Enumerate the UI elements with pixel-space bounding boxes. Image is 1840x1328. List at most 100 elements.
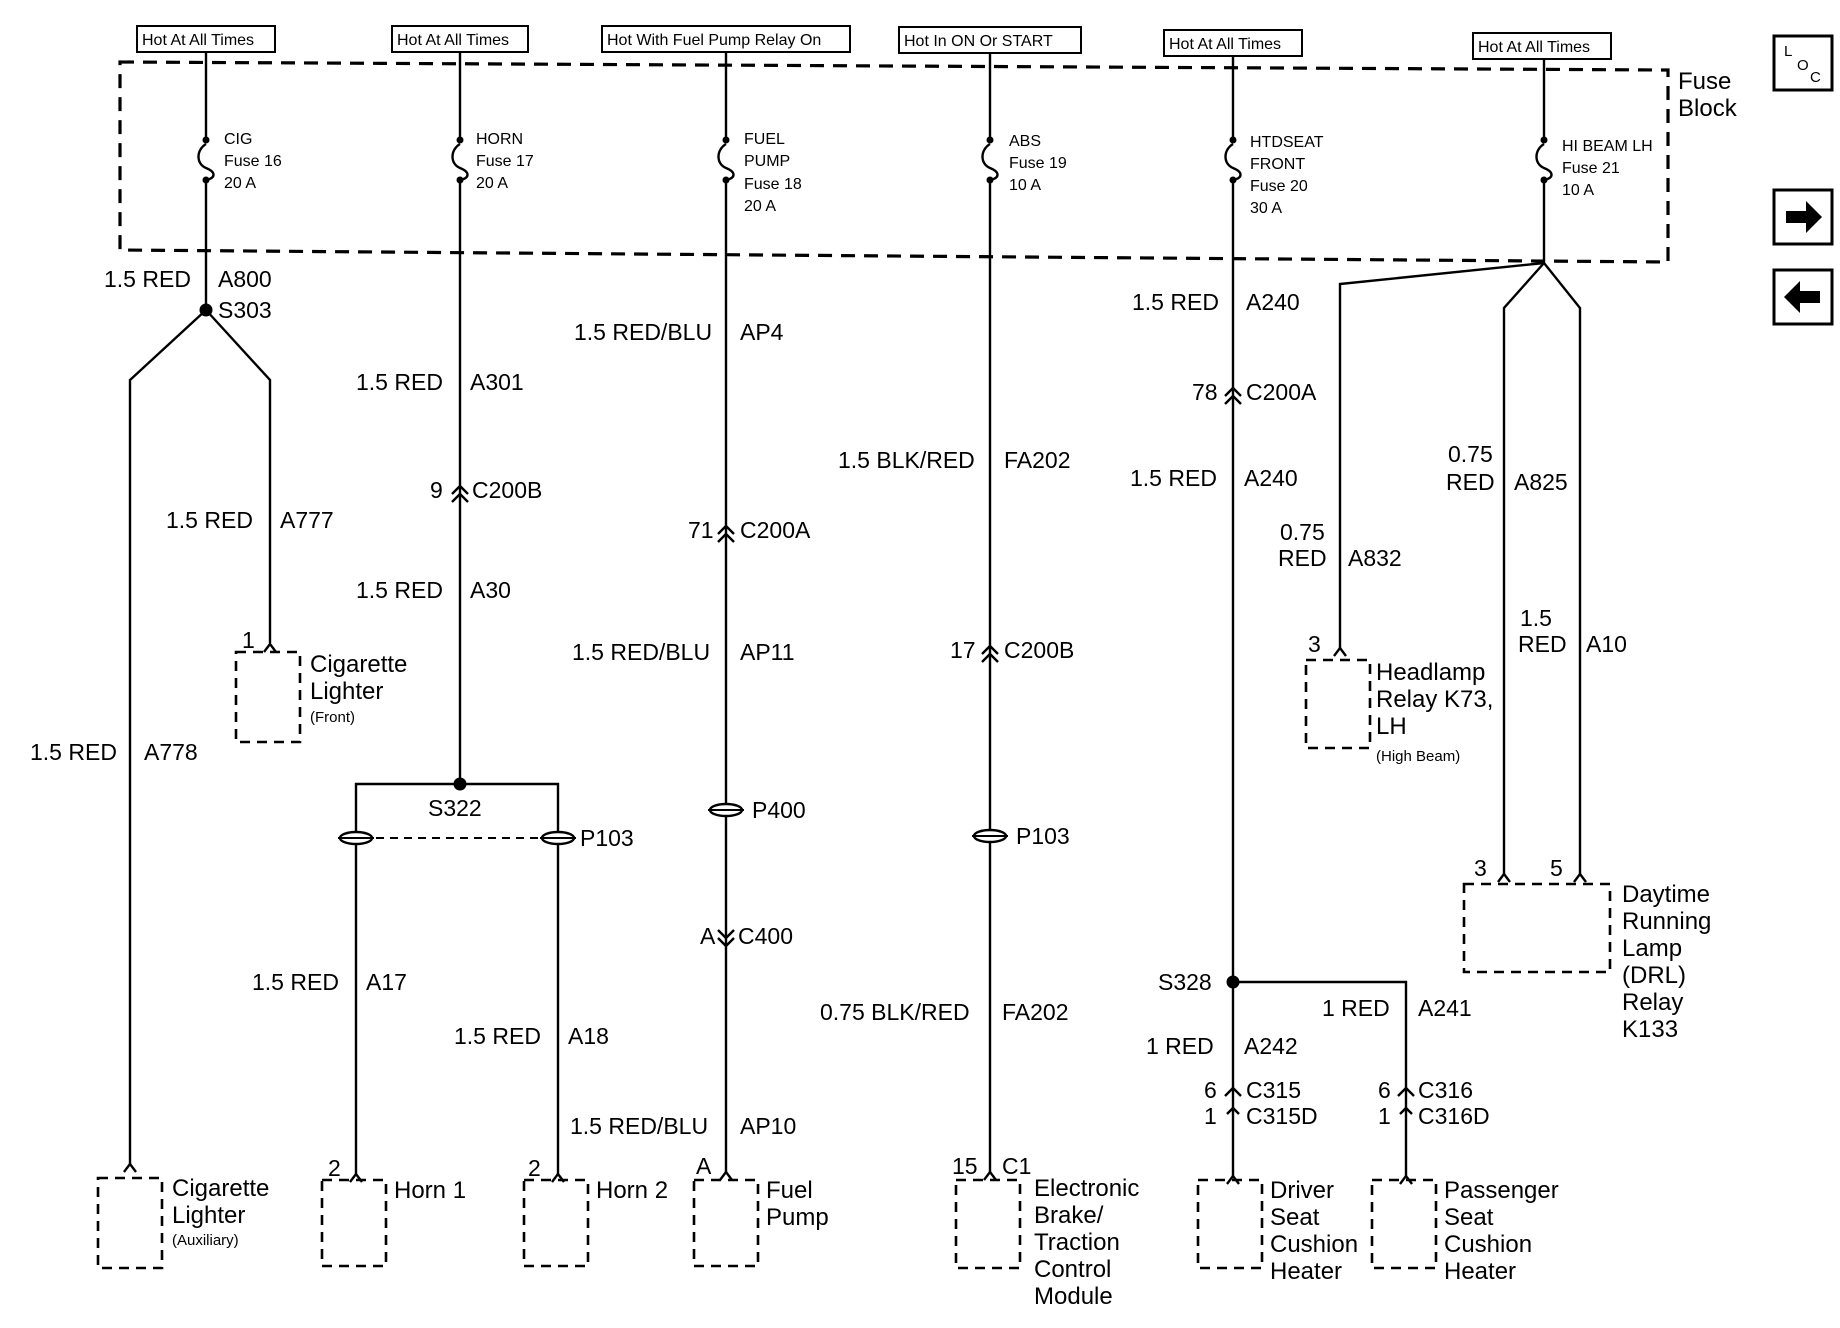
svg-text:1.5 RED: 1.5 RED: [1130, 465, 1217, 491]
wire-fa202-2: 0.75 BLK/RED FA202: [820, 999, 1069, 1025]
svg-text:Fuse 16: Fuse 16: [224, 153, 282, 170]
svg-text:Relay K73,: Relay K73,: [1376, 686, 1493, 713]
svg-text:10 A: 10 A: [1009, 177, 1041, 194]
passenger-seat-cushion-heater: Passenger Seat Cushion Heater: [1370, 1174, 1559, 1285]
horn-1: 2 Horn 1: [320, 1155, 466, 1268]
wire-ap10: 1.5 RED/BLU AP10: [570, 1113, 796, 1139]
svg-text:Seat: Seat: [1270, 1204, 1320, 1231]
svg-text:71: 71: [688, 517, 714, 543]
wires-col1: [128, 309, 272, 1164]
svg-text:Relay: Relay: [1622, 989, 1683, 1016]
fuse-18-label: FUEL PUMP Fuse 18 20 A: [744, 131, 802, 215]
svg-text:(Auxiliary): (Auxiliary): [172, 1232, 239, 1249]
splice-s303-label: S303: [218, 297, 272, 323]
connector-p103-abs: P103: [972, 823, 1070, 849]
svg-text:0.75: 0.75: [1280, 519, 1325, 545]
svg-text:Fuse 21: Fuse 21: [1562, 160, 1620, 177]
svg-text:C200B: C200B: [1004, 637, 1074, 663]
connector-c200b-2: 17 C200B: [950, 637, 1074, 663]
svg-text:0.75: 0.75: [1448, 441, 1493, 467]
svg-text:A: A: [696, 1153, 712, 1179]
svg-text:Seat: Seat: [1444, 1204, 1494, 1231]
svg-text:1 RED: 1 RED: [1322, 995, 1390, 1021]
svg-text:1.5 RED: 1.5 RED: [1132, 289, 1219, 315]
svg-text:P400: P400: [752, 797, 806, 823]
svg-text:K133: K133: [1622, 1016, 1678, 1043]
svg-text:Running: Running: [1622, 908, 1711, 935]
horn-2: 2 Horn 2: [522, 1155, 668, 1268]
svg-text:6: 6: [1204, 1077, 1217, 1103]
connector-c200a-1: 71 C200A: [688, 517, 811, 543]
svg-text:1.5 RED: 1.5 RED: [30, 739, 117, 765]
svg-text:C200A: C200A: [1246, 379, 1317, 405]
wire-a777: 1.5 RED A777: [166, 507, 334, 533]
svg-text:A778: A778: [144, 739, 198, 765]
svg-text:Hot At All Times: Hot At All Times: [142, 32, 254, 49]
connector-c200b-1: 9 C200B: [430, 477, 542, 503]
svg-text:A240: A240: [1246, 289, 1300, 315]
svg-text:L: L: [1784, 43, 1792, 60]
svg-text:A: A: [700, 923, 716, 949]
svg-text:O: O: [1797, 57, 1809, 74]
svg-text:Driver: Driver: [1270, 1177, 1334, 1204]
svg-text:A10: A10: [1586, 631, 1627, 657]
svg-text:C315: C315: [1246, 1077, 1301, 1103]
svg-text:Horn 1: Horn 1: [394, 1177, 466, 1204]
wire-a778: 1.5 RED A778: [30, 739, 198, 765]
svg-text:17: 17: [950, 637, 976, 663]
svg-text:20 A: 20 A: [476, 175, 508, 192]
svg-text:Hot At All Times: Hot At All Times: [1169, 36, 1281, 53]
svg-text:Headlamp: Headlamp: [1376, 659, 1485, 686]
svg-text:A301: A301: [470, 369, 524, 395]
svg-text:Electronic: Electronic: [1034, 1175, 1139, 1202]
connector-p400: P400: [708, 797, 806, 823]
svg-text:Cigarette: Cigarette: [310, 651, 407, 678]
fuse-21-label: HI BEAM LH Fuse 21 10 A: [1562, 138, 1653, 199]
svg-text:20 A: 20 A: [224, 175, 256, 192]
svg-text:Hot In ON Or START: Hot In ON Or START: [904, 33, 1053, 50]
loc-button[interactable]: L O C: [1772, 34, 1834, 92]
svg-text:LH: LH: [1376, 713, 1407, 740]
connector-c400: A C400: [700, 923, 793, 949]
ebtcm-module: 15 C1 Electronic Brake/ Traction Control…: [952, 1153, 1139, 1310]
wire-a240-2: 1.5 RED A240: [1130, 465, 1298, 491]
svg-text:(Front): (Front): [310, 709, 355, 726]
svg-text:Hot At All Times: Hot At All Times: [397, 32, 509, 49]
svg-text:A832: A832: [1348, 545, 1402, 571]
svg-text:C316: C316: [1418, 1077, 1473, 1103]
fuse-20-label: HTDSEAT FRONT Fuse 20 30 A: [1250, 134, 1324, 217]
svg-text:AP4: AP4: [740, 319, 784, 345]
wire-a832: 0.75 RED A832: [1278, 519, 1402, 571]
connector-p103-horn: P103: [338, 825, 634, 851]
fuse-16-label: CIG Fuse 16 20 A: [224, 131, 282, 192]
svg-text:Fuse 17: Fuse 17: [476, 153, 534, 170]
svg-text:Pump: Pump: [766, 1204, 829, 1231]
svg-text:1.5 RED/BLU: 1.5 RED/BLU: [570, 1113, 708, 1139]
svg-text:Lamp: Lamp: [1622, 935, 1682, 962]
header-col1: Hot At All Times: [136, 25, 276, 53]
svg-text:Control: Control: [1034, 1256, 1111, 1283]
svg-text:Lighter: Lighter: [310, 678, 383, 705]
svg-text:PUMP: PUMP: [744, 153, 790, 170]
svg-text:1: 1: [1378, 1103, 1391, 1129]
wire-ap11: 1.5 RED/BLU AP11: [572, 639, 795, 665]
svg-text:A17: A17: [366, 969, 407, 995]
header-col2: Hot At All Times: [391, 25, 529, 53]
svg-text:1.5 RED/BLU: 1.5 RED/BLU: [572, 639, 710, 665]
svg-text:Fuse 18: Fuse 18: [744, 176, 802, 193]
wire-a17: 1.5 RED A17: [252, 969, 407, 995]
fuse-block-label-2: Block: [1678, 95, 1738, 122]
svg-text:Lighter: Lighter: [172, 1202, 245, 1229]
svg-text:Fuel: Fuel: [766, 1177, 813, 1204]
prev-page-button[interactable]: [1772, 268, 1834, 326]
svg-text:10 A: 10 A: [1562, 182, 1594, 199]
next-page-button[interactable]: [1772, 188, 1834, 246]
svg-text:C315D: C315D: [1246, 1103, 1318, 1129]
svg-text:Daytime: Daytime: [1622, 881, 1710, 908]
svg-text:3: 3: [1308, 631, 1321, 657]
svg-text:1: 1: [242, 627, 255, 653]
svg-text:HORN: HORN: [476, 131, 523, 148]
splice-s328-label: S328: [1158, 969, 1212, 995]
svg-text:A18: A18: [568, 1023, 609, 1049]
